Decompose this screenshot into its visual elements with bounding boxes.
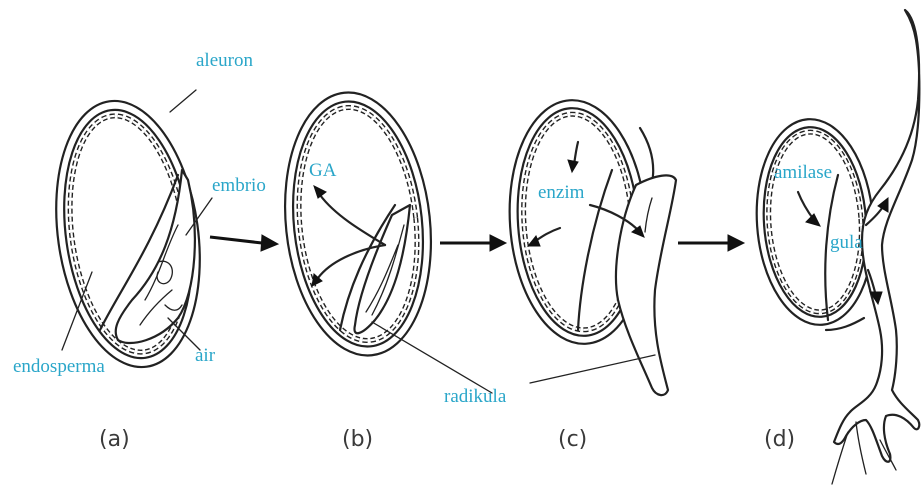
label-radikula: radikula (444, 386, 507, 407)
label-enzim: enzim (538, 182, 585, 203)
radikula-leader-c (530, 355, 655, 383)
stage-a-seed (40, 92, 216, 377)
label-air: air (195, 345, 216, 366)
label-gula: gula (830, 232, 863, 253)
stage-b-seed (273, 85, 444, 363)
label-aleuron: aleuron (196, 50, 253, 71)
radikula-leader-b (372, 322, 492, 393)
caption-a: (a) (99, 427, 130, 452)
arrow-b-to-c (440, 235, 506, 251)
caption-d: (d) (764, 427, 795, 452)
aleuron-leader (170, 90, 196, 112)
arrow-a-to-b (210, 235, 278, 251)
label-embrio: embrio (212, 175, 266, 196)
caption-c: (c) (558, 427, 587, 452)
stage-c-seed (502, 96, 676, 396)
label-ga: GA (309, 160, 337, 181)
label-amilase: amilase (774, 162, 832, 183)
caption-b: (b) (342, 427, 373, 452)
label-endosperma: endosperma (13, 356, 105, 377)
arrow-c-to-d (678, 235, 744, 251)
